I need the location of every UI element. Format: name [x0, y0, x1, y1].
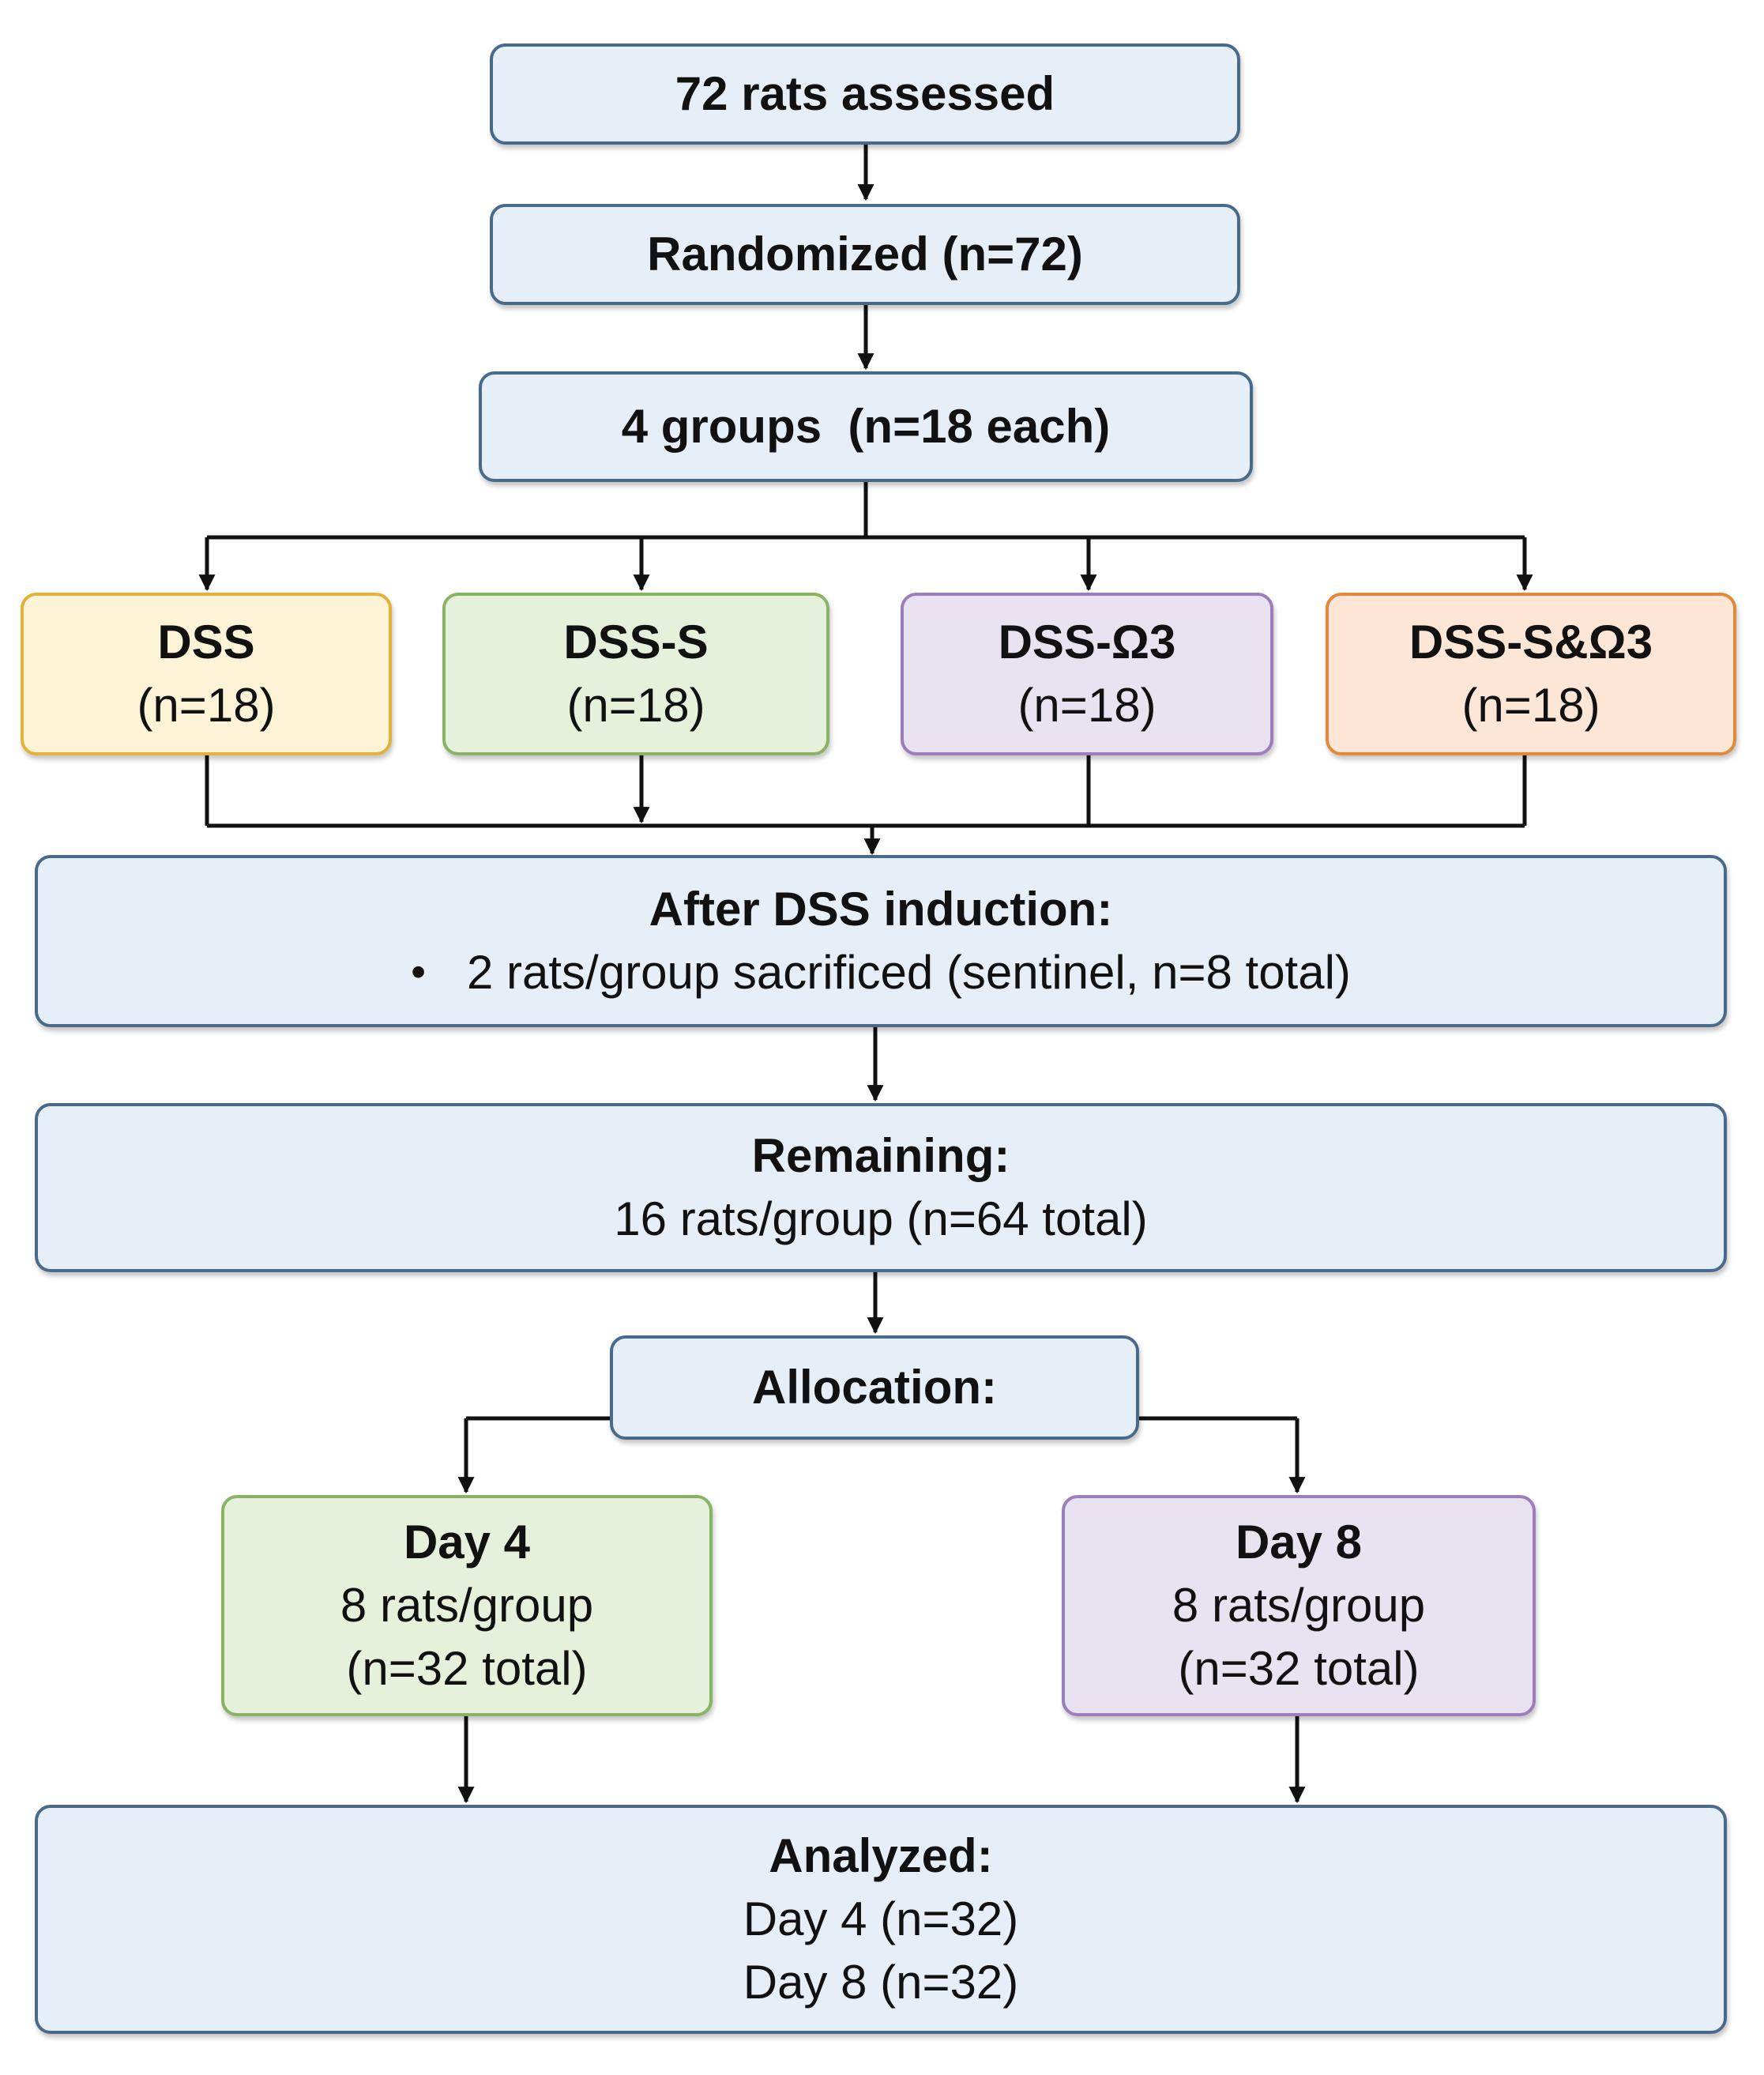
group-dss-box: DSS (n=18) — [21, 593, 392, 755]
group-dss-s-title: DSS-S — [563, 616, 709, 669]
day8-line1: 8 rats/group — [1172, 1579, 1426, 1633]
group-dss-s-count: (n=18) — [566, 679, 705, 732]
group-dss-s-omega3-box: DSS-S&Ω3 (n=18) — [1326, 593, 1736, 755]
group-dss-count: (n=18) — [137, 679, 276, 732]
group-dss-s-box: DSS-S (n=18) — [442, 593, 829, 755]
induction-title: After DSS induction: — [649, 883, 1113, 936]
analyzed-box: Analyzed: Day 4 (n=32) Day 8 (n=32) — [35, 1805, 1727, 2034]
group-dss-title: DSS — [157, 616, 255, 669]
day4-box: Day 4 8 rats/group (n=32 total) — [221, 1495, 713, 1716]
day8-title: Day 8 — [1235, 1516, 1363, 1569]
group-dss-s-omega3-count: (n=18) — [1461, 679, 1600, 732]
group-dss-s-omega3-title: DSS-S&Ω3 — [1409, 616, 1653, 669]
bullet-icon: • — [411, 947, 426, 996]
group-dss-omega3-box: DSS-Ω3 (n=18) — [901, 593, 1273, 755]
allocation-title: Allocation: — [752, 1361, 997, 1414]
induction-detail: 2 rats/group sacrificed (sentinel, n=8 t… — [467, 946, 1351, 999]
analyzed-title: Analyzed: — [769, 1829, 993, 1883]
allocation-box: Allocation: — [610, 1335, 1139, 1440]
day4-line2: (n=32 total) — [346, 1641, 588, 1695]
day8-line2: (n=32 total) — [1178, 1641, 1420, 1695]
remaining-box: Remaining: 16 rats/group (n=64 total) — [35, 1103, 1727, 1272]
day8-box: Day 8 8 rats/group (n=32 total) — [1062, 1495, 1536, 1716]
randomized-box: Randomized (n=72) — [490, 204, 1240, 305]
group-dss-omega3-count: (n=18) — [1017, 679, 1157, 732]
induction-box: After DSS induction: • 2 rats/group sacr… — [35, 855, 1727, 1027]
group-dss-omega3-title: DSS-Ω3 — [998, 616, 1176, 669]
assessed-box: 72 rats assessed — [490, 43, 1240, 145]
remaining-title: Remaining: — [751, 1129, 1010, 1183]
groups-box: 4 groups (n=18 each) — [479, 371, 1253, 482]
randomized-title: Randomized (n=72) — [647, 228, 1083, 281]
analyzed-line2: Day 8 (n=32) — [743, 1955, 1019, 2009]
day4-title: Day 4 — [403, 1516, 531, 1569]
day4-line1: 8 rats/group — [340, 1579, 594, 1633]
induction-bullet-line: • 2 rats/group sacrificed (sentinel, n=8… — [411, 941, 1351, 1004]
assessed-title: 72 rats assessed — [675, 67, 1055, 121]
groups-title: 4 groups (n=18 each) — [621, 400, 1111, 454]
analyzed-line1: Day 4 (n=32) — [743, 1892, 1019, 1946]
remaining-detail: 16 rats/group (n=64 total) — [614, 1192, 1148, 1245]
